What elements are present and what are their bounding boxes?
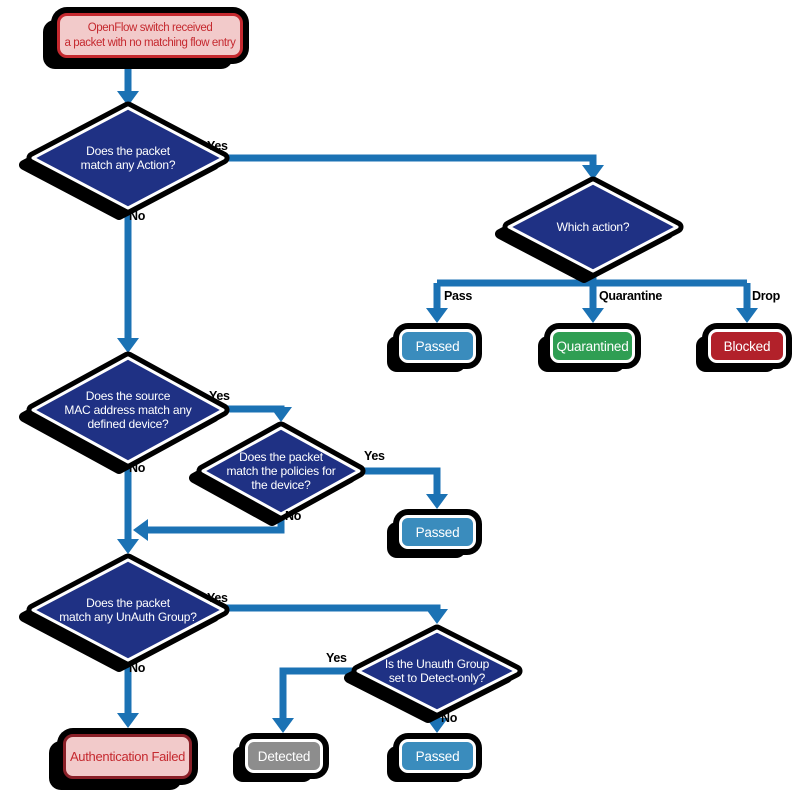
result-blocked: Blocked (708, 329, 786, 363)
result-detected-label: Detected (257, 748, 311, 764)
result-detected: Detected (245, 739, 323, 773)
edge-label-d1-yes: Yes (207, 139, 228, 153)
edge-label-d2-drop: Drop (752, 289, 780, 303)
decision-mac-match-line1: Does the source (85, 388, 171, 403)
decision-unauth-group-line2: match any UnAuth Group? (59, 610, 197, 624)
start-node: OpenFlow switch received a packet with n… (57, 13, 243, 58)
edge-label-d3-yes: Yes (209, 389, 230, 403)
edge-label-d2-pass: Pass (444, 289, 472, 303)
edge-label-d4-yes: Yes (364, 449, 385, 463)
start-node-line2: a packet with no matching flow entry (64, 36, 236, 49)
edge-label-d4-no: No (285, 509, 302, 523)
decision-policy-match-line3: the device? (251, 478, 311, 493)
decision-which-action-label: Which action? (509, 183, 677, 271)
decision-detect-only-shape (344, 624, 523, 723)
decision-unauth-group-label: Does the packet match any UnAuth Group? (33, 560, 223, 660)
decision-policy-match-label: Does the packet match the policies for t… (203, 428, 359, 514)
result-blocked-label: Blocked (723, 338, 771, 354)
result-quarantined-label: Quarantined (556, 338, 629, 354)
decision-match-action-line2: match any Action? (80, 158, 176, 172)
decision-which-action-shape (495, 176, 684, 283)
decision-policy-match-shape (189, 421, 366, 526)
result-passed-unauth-label: Passed (415, 748, 460, 764)
result-passed-action: Passed (399, 329, 476, 363)
decision-detect-only-line1: Is the Unauth Group (384, 656, 490, 671)
decision-mac-match-line2: MAC address match any (64, 402, 192, 417)
decision-match-action-label: Does the packet match any Action? (33, 108, 223, 208)
decision-unauth-group-line1: Does the packet (86, 595, 170, 610)
edge-label-d5-yes: Yes (207, 591, 228, 605)
decision-mac-match-line3: defined device? (87, 417, 169, 432)
decision-policy-match-line1: Does the packet (239, 449, 323, 464)
edge-label-d5-no: No (129, 661, 146, 675)
decision-detect-only-label: Is the Unauth Group set to Detect-only? (358, 631, 516, 711)
result-passed-policy-label: Passed (415, 524, 460, 540)
result-passed-unauth: Passed (399, 739, 476, 773)
decision-match-action-line1: Does the packet (86, 143, 170, 158)
decision-policy-match-line2: match the policies for (226, 463, 336, 478)
decision-unauth-group-shape (19, 553, 230, 672)
decision-mac-match-label: Does the source MAC address match any de… (33, 358, 223, 462)
result-passed-action-label: Passed (415, 338, 460, 354)
result-passed-policy: Passed (399, 515, 476, 549)
result-quarantined: Quarantined (550, 329, 635, 363)
decision-which-action-line1: Which action? (556, 219, 630, 234)
edge-label-d6-yes: Yes (326, 651, 347, 665)
decision-detect-only-line2: set to Detect-only? (388, 671, 486, 685)
result-authentication-failed-label: Authentication Failed (69, 749, 186, 764)
edge-label-d2-quarantine: Quarantine (599, 289, 662, 303)
decision-match-action-shape (19, 101, 230, 220)
decision-mac-match-shape (19, 351, 230, 474)
result-authentication-failed: Authentication Failed (63, 734, 192, 779)
edge-label-d3-no: No (129, 461, 146, 475)
start-node-line1: OpenFlow switch received (87, 21, 213, 34)
edge-label-d6-no: No (441, 711, 458, 725)
edge-label-d1-no: No (129, 209, 146, 223)
